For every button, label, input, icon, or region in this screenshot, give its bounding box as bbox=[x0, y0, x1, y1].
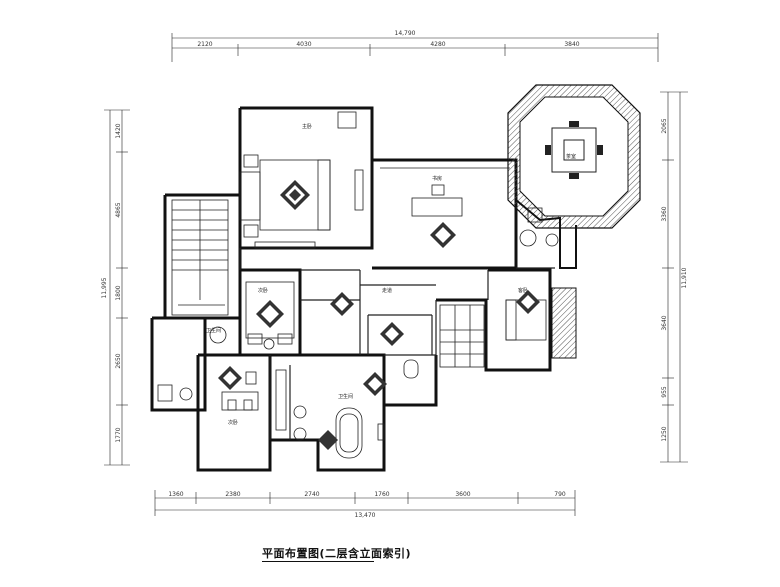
bathroom-fixtures bbox=[293, 359, 419, 459]
bottom-dim-2: 2380 bbox=[225, 491, 240, 498]
bottom-dimension-chain bbox=[154, 490, 576, 516]
room-label-bed2: 次卧 bbox=[258, 287, 268, 294]
exterior-walls bbox=[150, 106, 552, 472]
room-label-bed3: 次卧 bbox=[228, 419, 238, 426]
master-bed bbox=[239, 111, 364, 249]
left-dim-5: 1770 bbox=[115, 427, 122, 442]
title-underline bbox=[262, 561, 374, 562]
right-dim-4: 955 bbox=[661, 386, 668, 398]
right-overall-dim: 11,910 bbox=[681, 267, 688, 288]
right-dimension-chain bbox=[660, 91, 688, 463]
stair-left bbox=[171, 199, 229, 316]
left-overall-dim: 11,995 bbox=[101, 277, 108, 298]
top-dim-3: 4280 bbox=[430, 41, 445, 48]
right-dim-2: 3360 bbox=[661, 206, 668, 221]
second-bedroom-furniture bbox=[245, 281, 295, 350]
top-dim-2: 4030 bbox=[296, 41, 311, 48]
small-wc bbox=[157, 326, 227, 402]
octagon-tea-room bbox=[507, 84, 641, 229]
top-dim-1: 2120 bbox=[197, 41, 212, 48]
bath-rug-2 bbox=[318, 430, 338, 450]
left-dim-4: 2650 bbox=[115, 353, 122, 368]
bottom-dim-3: 2740 bbox=[304, 491, 319, 498]
room-label-study: 书房 bbox=[432, 175, 442, 182]
room-label-bath1: 卫生间 bbox=[338, 393, 353, 400]
left-dim-1: 1420 bbox=[115, 123, 122, 138]
left-dim-2: 4865 bbox=[115, 202, 122, 217]
bottom-dim-5: 3600 bbox=[455, 491, 470, 498]
top-dimension-chain bbox=[171, 33, 659, 62]
room-label-tea: 茶室 bbox=[566, 153, 576, 160]
room-label-master: 主卧 bbox=[302, 123, 312, 130]
left-dimension-chain bbox=[104, 109, 130, 466]
lower-bedroom-furniture bbox=[221, 369, 287, 431]
top-overall-dim: 14,790 bbox=[395, 30, 416, 37]
right-dim-1: 2065 bbox=[661, 118, 668, 133]
bottom-overall-dim: 13,470 bbox=[355, 512, 376, 519]
right-dim-3: 3640 bbox=[661, 315, 668, 330]
study-desk bbox=[380, 167, 559, 247]
bottom-dim-1: 1360 bbox=[168, 491, 183, 498]
tea-room-corridor-wall bbox=[515, 199, 577, 269]
bottom-dim-4: 1760 bbox=[374, 491, 389, 498]
right-dim-5: 1250 bbox=[661, 426, 668, 441]
bottom-dim-6: 790 bbox=[554, 491, 566, 498]
drawing-title: 平面布置图(二层含立面索引) bbox=[262, 547, 412, 560]
room-label-bath2: 卫生间 bbox=[206, 327, 221, 334]
room-label-guest: 客卧 bbox=[518, 287, 528, 294]
stair-center bbox=[439, 304, 485, 368]
room-label-corridor: 走道 bbox=[382, 287, 392, 294]
left-dim-3: 1800 bbox=[115, 285, 122, 300]
top-dim-4: 3840 bbox=[564, 41, 579, 48]
balcony-right bbox=[551, 287, 577, 359]
interior-partitions bbox=[239, 248, 555, 440]
